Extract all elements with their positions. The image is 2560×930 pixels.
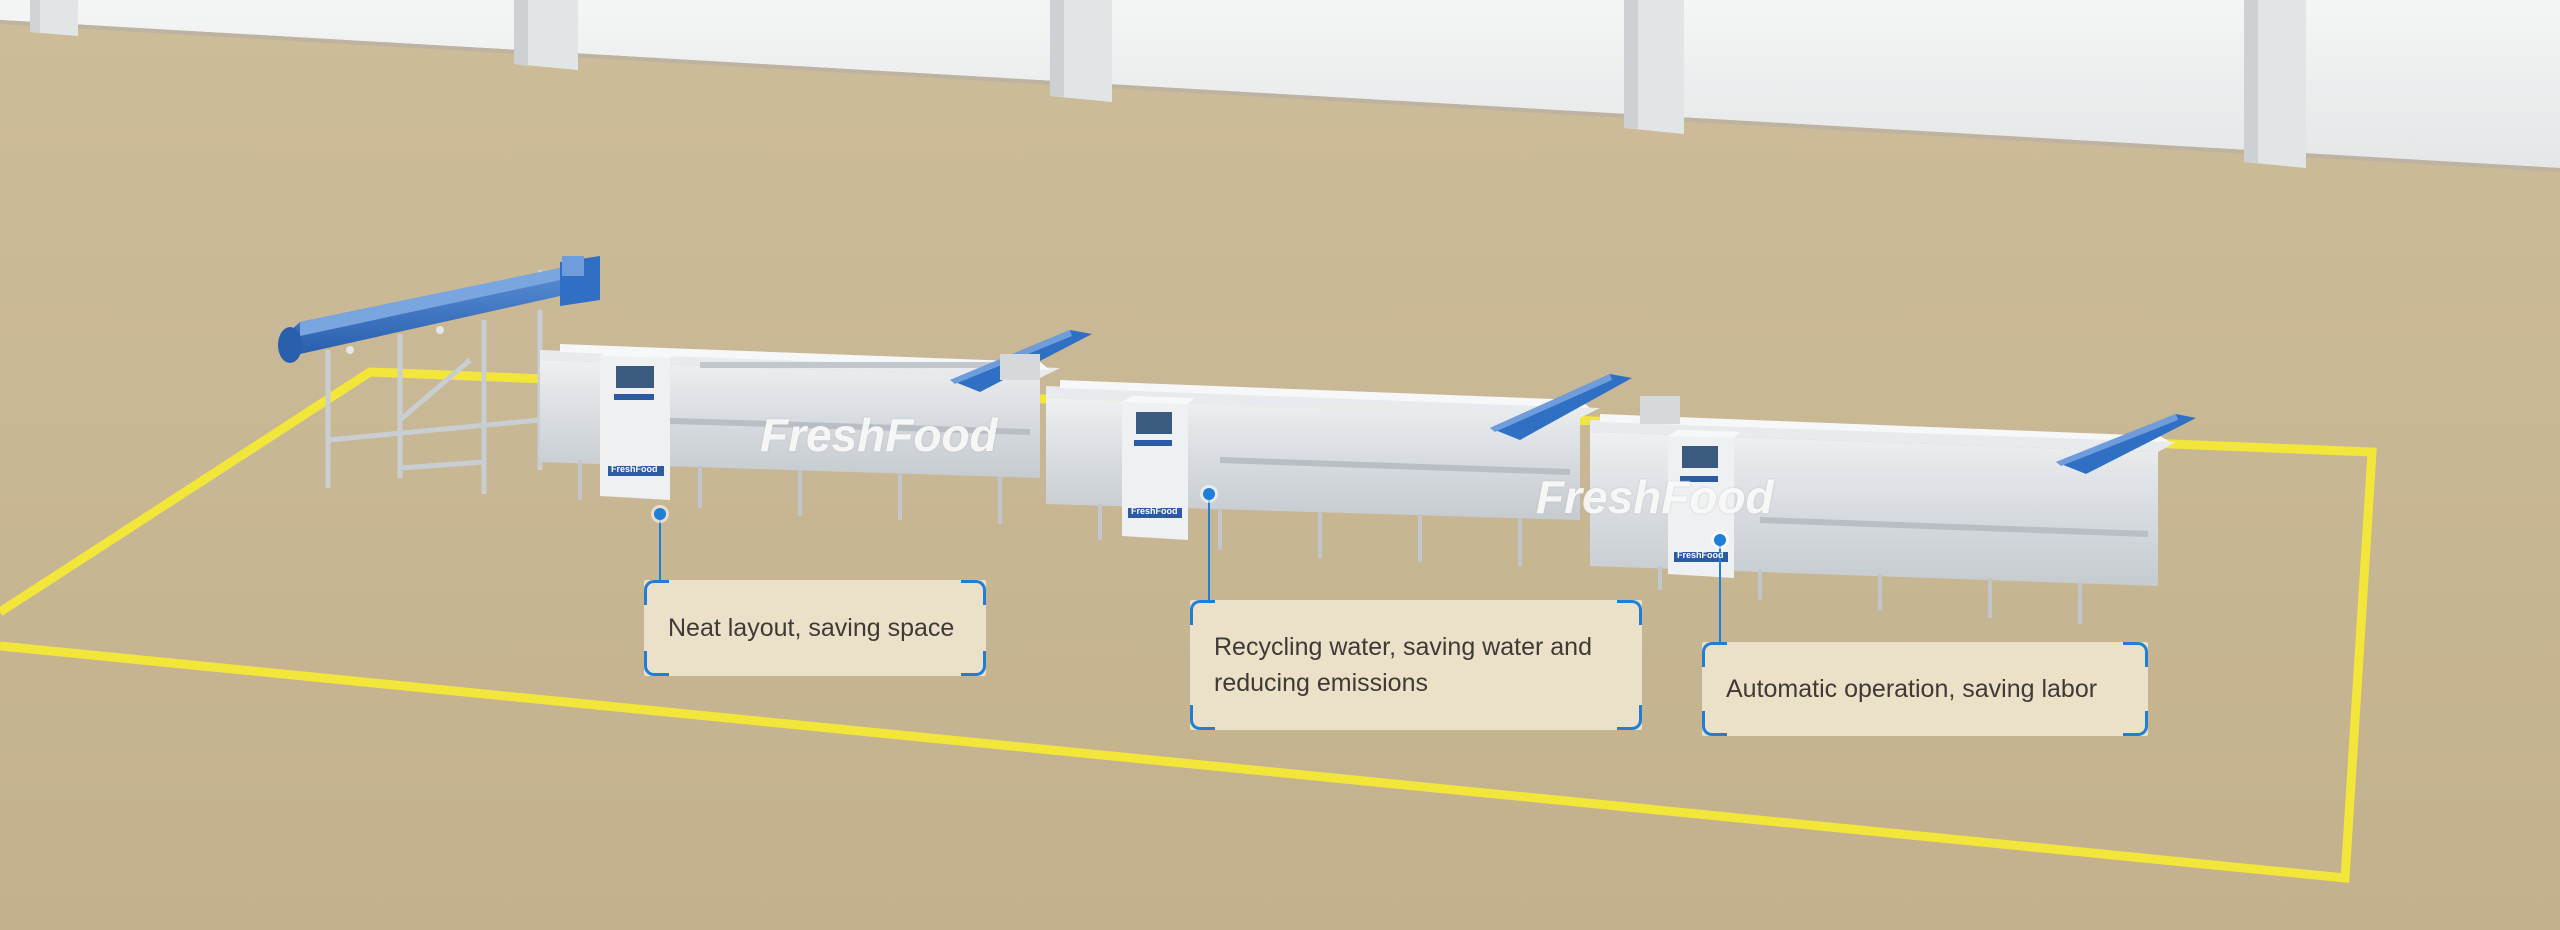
feature-callout-water: Recycling water, saving water and reduci… [1190,600,1642,730]
callout-anchor-dot [1714,534,1726,546]
callout-text: Neat layout, saving space [668,614,955,642]
callout-anchor-dot [1203,488,1215,500]
washer-unit-2 [1000,354,1632,566]
washer-unit-3 [1590,396,2196,624]
callout-anchor-dot [654,508,666,520]
callout-leader [1208,496,1210,600]
feature-callout-space: Neat layout, saving space [644,580,986,676]
feature-callout-labor: Automatic operation, saving labor [1702,642,2148,736]
callout-text: Recycling water, saving water and reduci… [1214,633,1592,697]
callout-text: Automatic operation, saving labor [1726,675,2098,703]
washer-unit-1 [540,330,1092,524]
infeed-conveyor [278,256,600,494]
brand-watermark: FreshFood [760,409,998,461]
brand-watermark: FreshFood [1536,471,1774,523]
callout-leader [1719,542,1721,642]
cabinet-brand-label: FreshFood [611,464,658,474]
cabinet-brand-label: FreshFood [1677,550,1724,560]
floor-safety-line [0,367,2377,883]
callout-leader [659,516,661,580]
back-wall [0,0,2560,172]
cabinet-brand-label: FreshFood [1131,506,1178,516]
